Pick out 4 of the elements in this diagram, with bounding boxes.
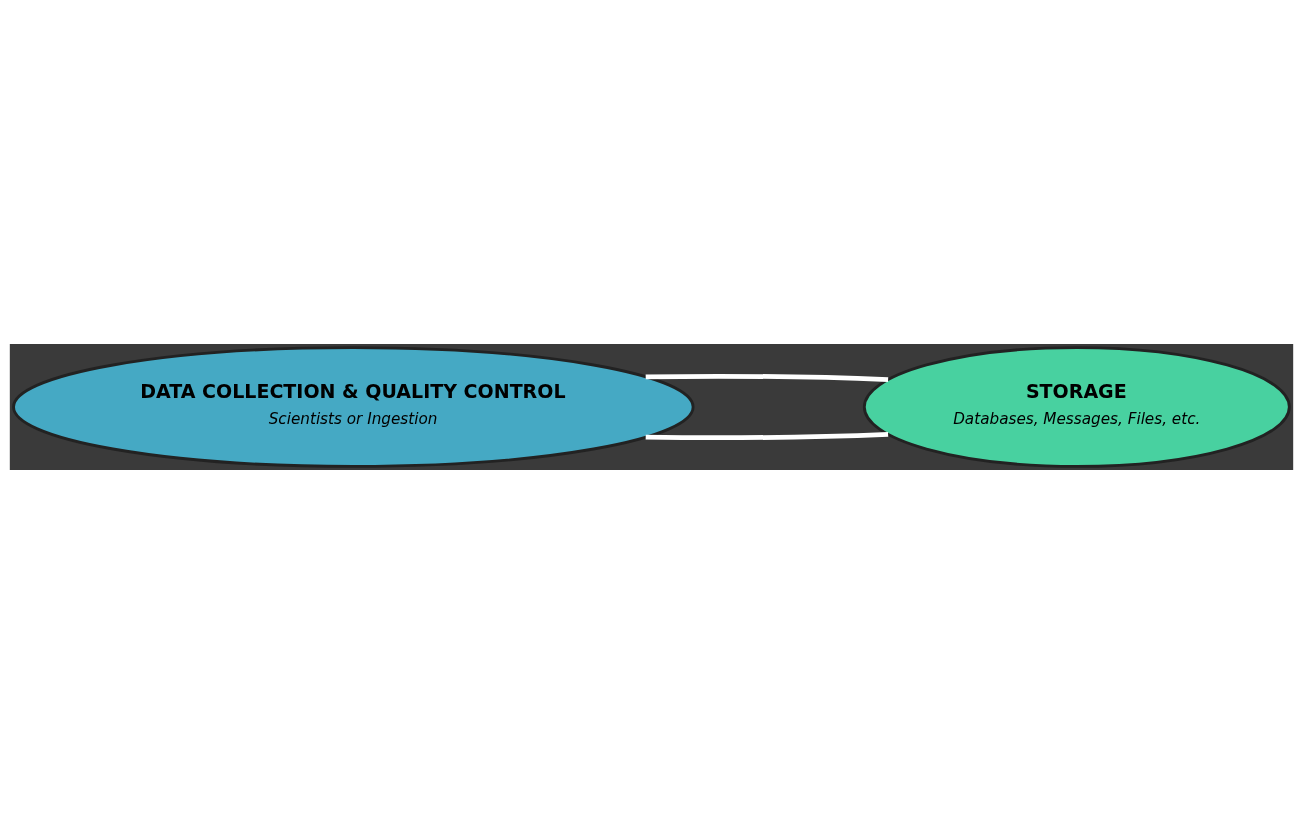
node-ellipse: STORAGE Databases, Messages, Files, etc. [862,346,1291,468]
connector [645,431,889,441]
node-ellipse: DATA COLLECTION & QUALITY CONTROL Scientists or Ingestion [12,346,695,468]
connector [645,373,889,383]
